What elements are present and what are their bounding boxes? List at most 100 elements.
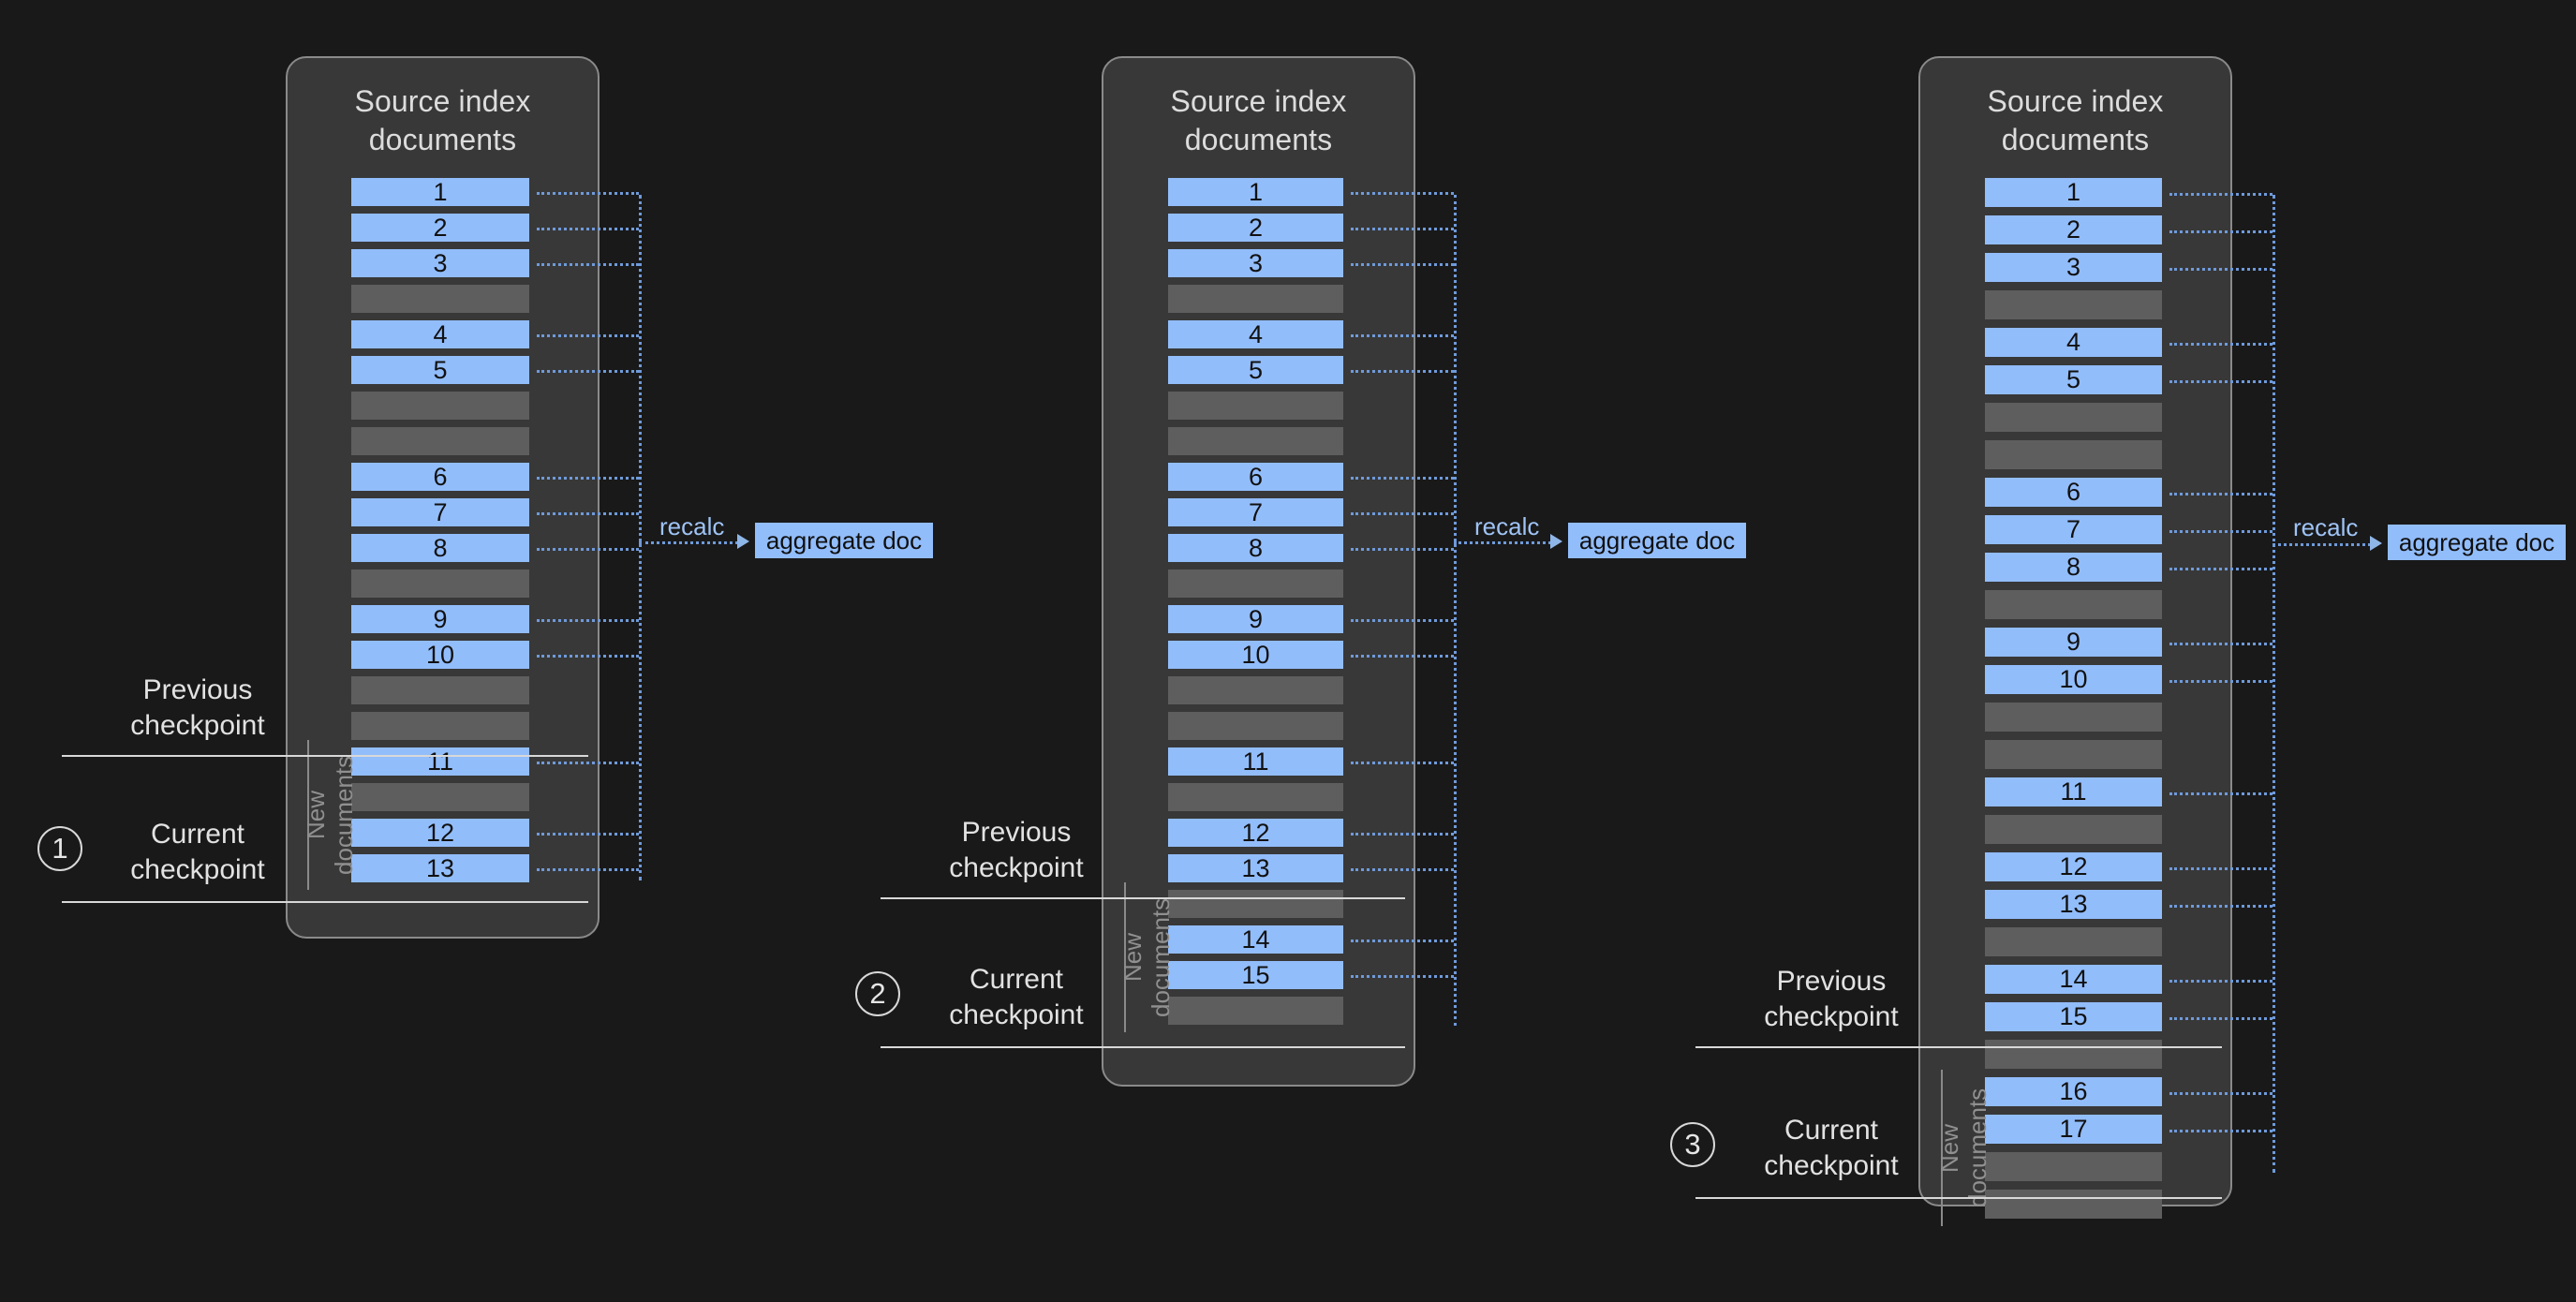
recalc-arrow-head xyxy=(737,534,749,549)
connector-line xyxy=(2169,1130,2273,1132)
document-row: 1 xyxy=(351,178,529,206)
previous-checkpoint-line xyxy=(62,755,588,757)
document-row: 4 xyxy=(1985,328,2162,357)
document-row: 12 xyxy=(1168,819,1343,847)
document-row: 9 xyxy=(1985,628,2162,657)
step-number-badge: 3 xyxy=(1670,1122,1715,1167)
current-checkpoint-label: Current checkpoint xyxy=(130,819,265,885)
connector-bus xyxy=(2273,195,2275,1173)
connector-line xyxy=(1351,655,1454,658)
document-row: 9 xyxy=(1168,605,1343,633)
connector-line xyxy=(1351,619,1454,622)
document-row: 7 xyxy=(1985,515,2162,544)
empty-row xyxy=(351,285,529,313)
connector-line xyxy=(1351,975,1454,978)
empty-row xyxy=(1168,570,1343,598)
empty-row xyxy=(351,783,529,811)
connector-line xyxy=(1351,868,1454,871)
empty-row xyxy=(1168,783,1343,811)
empty-row xyxy=(351,676,529,704)
document-row: 8 xyxy=(1985,553,2162,582)
connector-line xyxy=(2169,980,2273,983)
connector-line xyxy=(2169,568,2273,570)
connector-line xyxy=(1351,833,1454,836)
document-row: 3 xyxy=(351,249,529,277)
current-checkpoint-label: Current checkpoint xyxy=(949,964,1084,1030)
connector-line xyxy=(2169,643,2273,645)
empty-row xyxy=(1168,285,1343,313)
step-number-badge: 2 xyxy=(855,971,900,1016)
document-row: 6 xyxy=(1985,478,2162,507)
document-row: 10 xyxy=(351,641,529,669)
empty-row xyxy=(1168,427,1343,455)
connector-line xyxy=(537,228,639,230)
empty-row xyxy=(1985,1040,2162,1069)
empty-row xyxy=(1985,440,2162,469)
document-row: 13 xyxy=(1985,890,2162,919)
recalc-label: recalc xyxy=(2293,513,2359,541)
empty-row xyxy=(1985,1152,2162,1181)
recalc-arrow-head xyxy=(2370,536,2382,551)
connector-line xyxy=(2169,193,2273,196)
connector-line xyxy=(2169,268,2273,271)
document-row: 11 xyxy=(351,747,529,776)
step-number-badge: 1 xyxy=(37,826,82,871)
document-row: 5 xyxy=(1985,365,2162,394)
empty-row xyxy=(1985,590,2162,619)
document-row: 1 xyxy=(1168,178,1343,206)
recalc-arrow-line xyxy=(639,541,738,544)
empty-row xyxy=(1985,403,2162,432)
document-row: 3 xyxy=(1985,253,2162,282)
document-row: 9 xyxy=(351,605,529,633)
aggregate-doc-box: aggregate doc xyxy=(2388,525,2566,560)
document-row: 12 xyxy=(1985,852,2162,881)
recalc-arrow-head xyxy=(1550,534,1562,549)
document-row: 6 xyxy=(1168,463,1343,491)
current-checkpoint-line xyxy=(881,1046,1405,1048)
connector-line xyxy=(1351,228,1454,230)
connector-bus xyxy=(639,195,642,880)
connector-line xyxy=(537,512,639,515)
document-row: 8 xyxy=(351,534,529,562)
connector-line xyxy=(1351,334,1454,337)
panel-title: Source index documents xyxy=(354,84,531,156)
connector-line xyxy=(2169,1092,2273,1095)
document-row: 2 xyxy=(1985,215,2162,244)
connector-line xyxy=(2169,792,2273,795)
connector-line xyxy=(1351,940,1454,942)
connector-line xyxy=(537,192,639,195)
connector-line xyxy=(2169,905,2273,908)
connector-line xyxy=(537,762,639,764)
connector-line xyxy=(2169,680,2273,683)
connector-line xyxy=(537,334,639,337)
document-row: 8 xyxy=(1168,534,1343,562)
document-row: 14 xyxy=(1985,965,2162,994)
connector-line xyxy=(1351,192,1454,195)
empty-row xyxy=(1985,927,2162,956)
empty-row xyxy=(1168,712,1343,740)
document-row: 2 xyxy=(1168,214,1343,242)
new-documents-band xyxy=(307,740,351,890)
recalc-arrow-line xyxy=(1454,541,1551,544)
document-row: 17 xyxy=(1985,1115,2162,1144)
previous-checkpoint-label: Previous checkpoint xyxy=(130,674,265,741)
aggregate-doc-box: aggregate doc xyxy=(1568,523,1746,558)
panel-title: Source index documents xyxy=(1170,84,1347,156)
document-row: 15 xyxy=(1168,961,1343,989)
connector-line xyxy=(537,263,639,266)
document-row: 3 xyxy=(1168,249,1343,277)
previous-checkpoint-label: Previous checkpoint xyxy=(1764,966,1899,1032)
connector-line xyxy=(537,619,639,622)
document-row: 4 xyxy=(351,320,529,348)
connector-line xyxy=(1351,548,1454,551)
connector-line xyxy=(1351,477,1454,480)
document-row: 12 xyxy=(351,819,529,847)
empty-row xyxy=(351,392,529,420)
previous-checkpoint-label: Previous checkpoint xyxy=(949,817,1084,883)
connector-line xyxy=(537,655,639,658)
connector-line xyxy=(1351,762,1454,764)
document-row: 11 xyxy=(1168,747,1343,776)
document-row: 2 xyxy=(351,214,529,242)
document-row: 6 xyxy=(351,463,529,491)
document-row: 11 xyxy=(1985,777,2162,806)
